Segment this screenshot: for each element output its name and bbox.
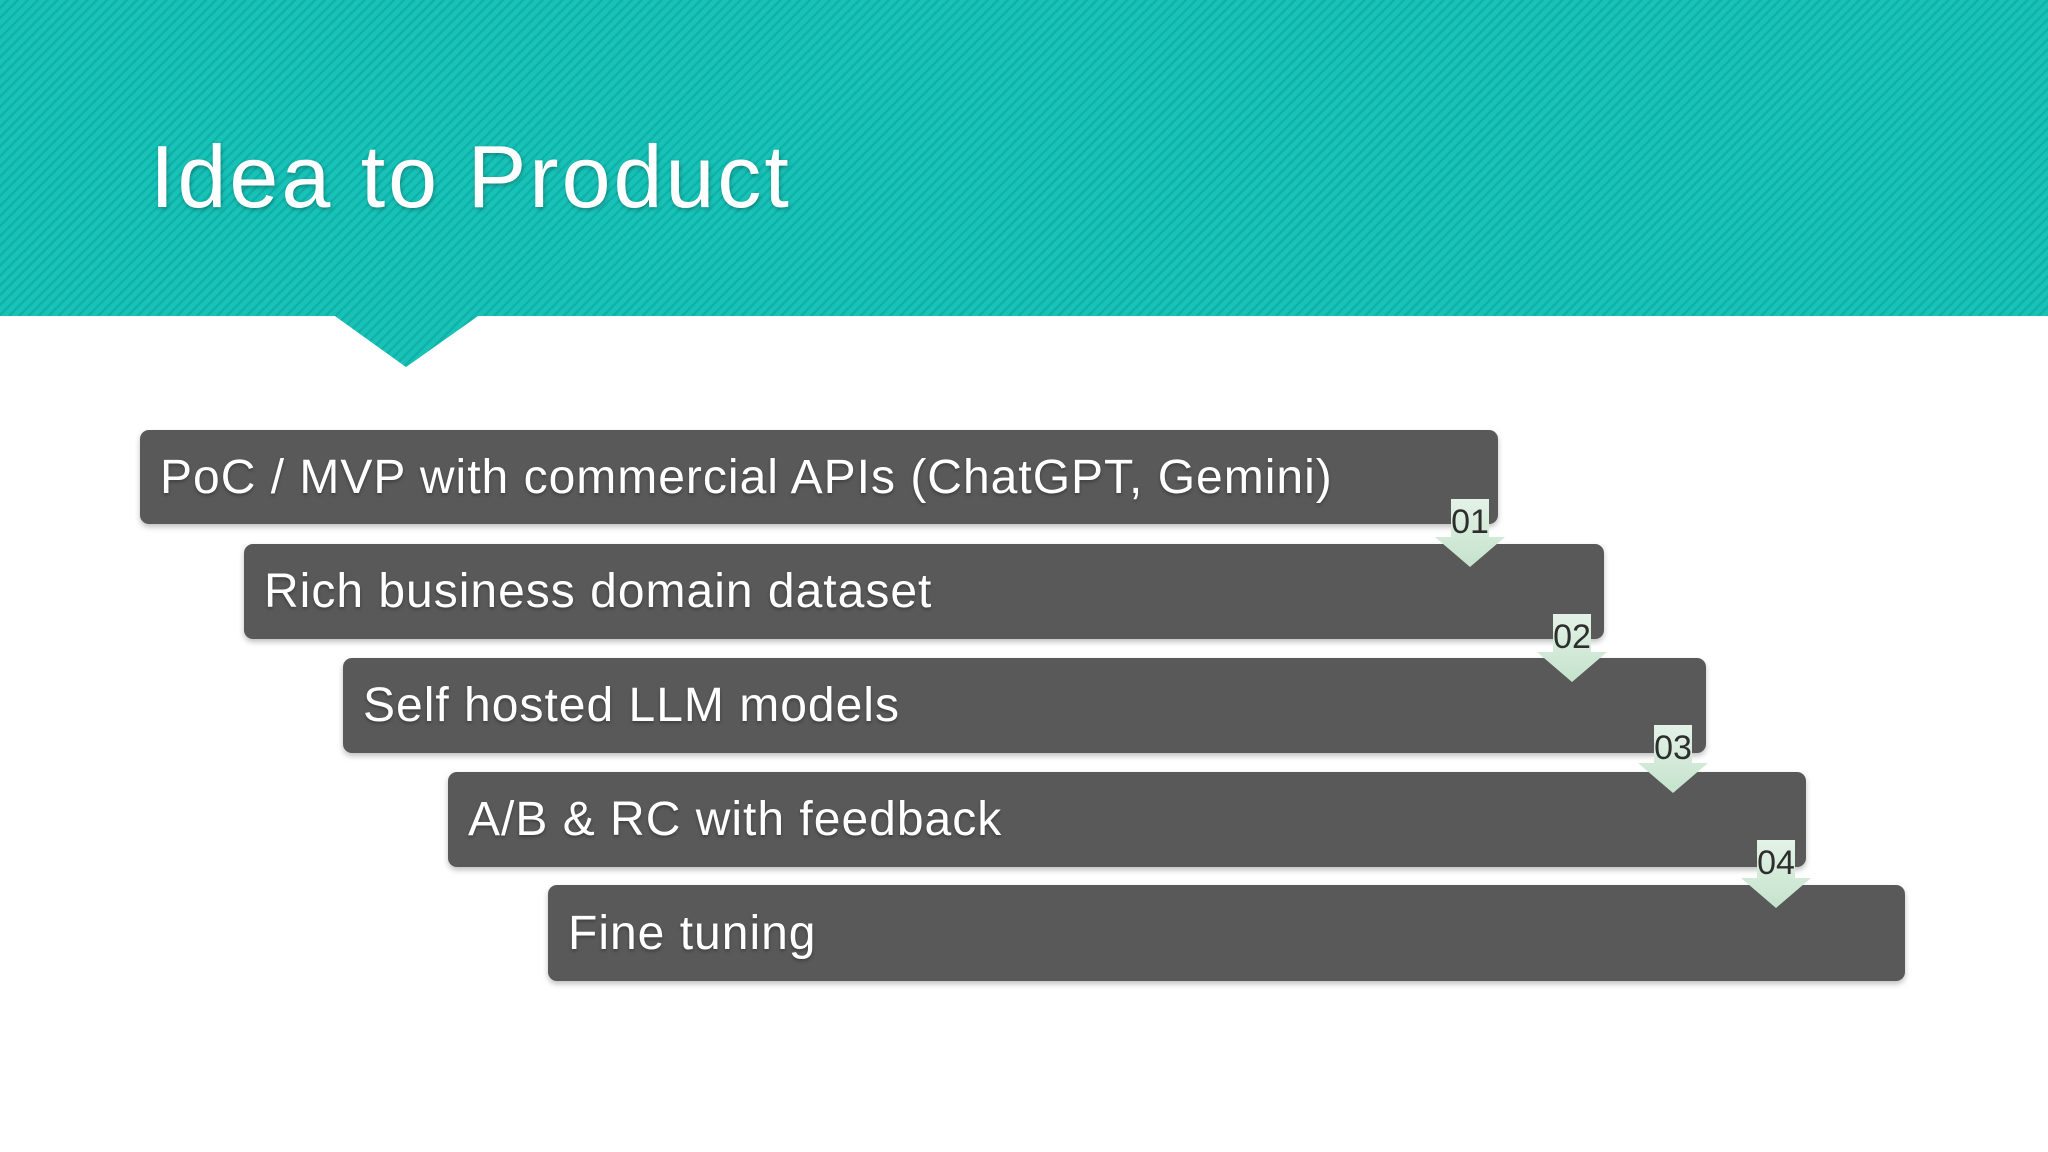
slide-title: Idea to Product (150, 127, 792, 226)
step-label-3: Self hosted LLM models (363, 679, 900, 732)
step-label-1: PoC / MVP with commercial APIs (ChatGPT,… (160, 450, 1333, 504)
step-label-5: Fine tuning (568, 906, 817, 960)
step-badge-04: 04 (1741, 840, 1811, 908)
step-badge-03: 03 (1638, 725, 1708, 793)
step-badge-02: 02 (1537, 614, 1607, 682)
step-bar-5: Fine tuning (548, 885, 1905, 981)
badge-number-4: 04 (1757, 844, 1795, 882)
badge-number-1: 01 (1451, 503, 1489, 541)
step-bar-1: PoC / MVP with commercial APIs (ChatGPT,… (140, 430, 1498, 524)
badge-number-2: 02 (1553, 618, 1591, 656)
step-bar-2: Rich business domain dataset (244, 544, 1604, 639)
step-bar-3: Self hosted LLM models (343, 658, 1706, 753)
step-badge-01: 01 (1435, 499, 1505, 567)
step-label-4: A/B & RC with feedback (468, 793, 1003, 846)
title-band (0, 0, 2048, 367)
step-bar-4: A/B & RC with feedback (448, 772, 1806, 867)
step-label-2: Rich business domain dataset (264, 565, 933, 618)
badge-number-3: 03 (1654, 729, 1692, 767)
